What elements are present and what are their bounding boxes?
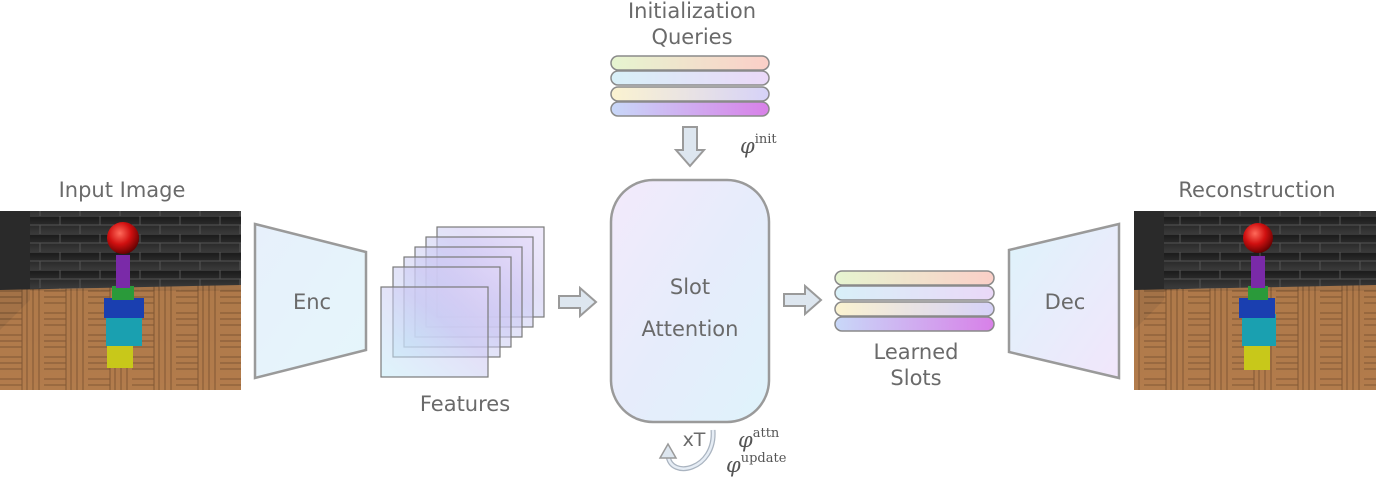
features-label: Features [420, 392, 510, 416]
encoder-block [253, 222, 368, 380]
learned-slots-label-line2: Slots [890, 366, 941, 390]
red-sphere [107, 222, 139, 254]
red-sphere [1243, 223, 1273, 253]
decoder-label: Dec [1045, 290, 1086, 314]
reconstruction-image [1134, 211, 1376, 390]
slot-attention-label-line2: Attention [642, 317, 739, 341]
slot-attention-block [609, 178, 771, 424]
learned-slots-stack [834, 270, 995, 332]
blue-block [1239, 298, 1275, 318]
teal-cube [1242, 314, 1276, 346]
slot-attention-label-line1: Slot [670, 275, 710, 299]
init-queries-label-line2: Queries [651, 25, 732, 49]
purple-block [116, 255, 130, 288]
encoder-label: Enc [293, 290, 331, 314]
reconstruction-label: Reconstruction [1178, 178, 1335, 202]
green-block [1248, 286, 1268, 300]
teal-cube [106, 316, 142, 346]
purple-block [1251, 256, 1265, 288]
iteration-loop-arrow [658, 429, 716, 472]
iterations-label: xT [683, 429, 706, 451]
phi-update: φupdate [726, 451, 787, 477]
arrow-features-to-attention [558, 285, 598, 319]
phi-init: φinit [740, 132, 777, 158]
blue-block [104, 298, 144, 318]
feature-maps [380, 226, 545, 378]
phi-attn: φattn [738, 426, 780, 452]
arrow-attention-to-slots [783, 283, 823, 317]
init-queries-label-line1: Initialization [628, 0, 756, 23]
learned-slots-label-line1: Learned [874, 340, 959, 364]
green-block [112, 286, 134, 300]
init-queries-stack [610, 55, 770, 117]
input-image [0, 211, 241, 390]
decoder-block [1007, 222, 1121, 380]
arrow-queries-to-attention [673, 126, 707, 168]
input-image-label: Input Image [59, 178, 186, 202]
